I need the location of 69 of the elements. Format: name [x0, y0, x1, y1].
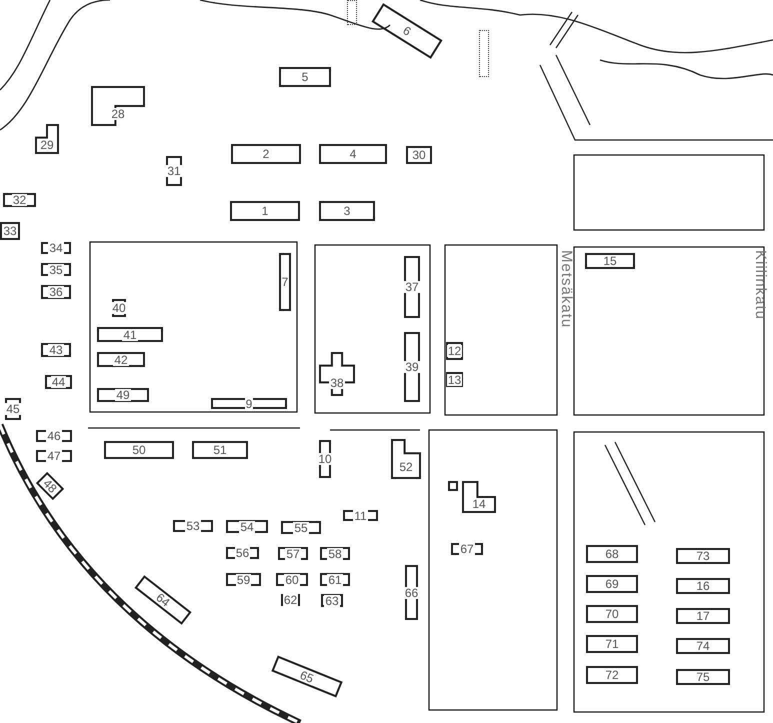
building: 2: [231, 144, 301, 164]
building: 75: [676, 669, 730, 685]
building: 44: [45, 375, 72, 389]
building: 15: [585, 253, 635, 269]
building: 40: [112, 299, 126, 317]
building: 65: [271, 656, 343, 698]
building: 61: [320, 573, 350, 586]
building: 59: [226, 573, 261, 586]
building: 57: [278, 547, 308, 560]
building: 55: [281, 521, 321, 534]
building: 43: [41, 343, 71, 357]
building: 50: [104, 441, 174, 459]
building: 10: [319, 440, 331, 478]
building: 42: [97, 352, 145, 367]
building: 11: [343, 510, 378, 521]
building: 3: [319, 201, 375, 221]
building: 41: [97, 327, 163, 342]
building: 9: [211, 398, 287, 409]
building: 16: [676, 578, 730, 594]
building: 5: [279, 67, 331, 87]
building: 29: [36, 125, 58, 153]
building: 73: [676, 548, 730, 564]
building: 4: [319, 144, 387, 164]
building: 47: [36, 450, 72, 462]
building: 33: [0, 222, 20, 240]
building: 1: [230, 201, 300, 221]
building: 36: [41, 285, 71, 299]
building-outline: [347, 0, 357, 25]
building: 69: [586, 575, 638, 593]
building: 67: [451, 543, 483, 555]
building: 30: [406, 146, 432, 164]
street-name: Kiilinkatu: [752, 250, 769, 320]
building: 58: [320, 547, 350, 560]
building: 38: [320, 353, 354, 395]
building: 54: [226, 520, 268, 533]
building: 71: [586, 635, 638, 653]
building: 32: [3, 193, 36, 207]
building: 13: [446, 372, 463, 387]
building: 56: [226, 547, 259, 559]
building: 60: [276, 573, 308, 586]
building: 7: [279, 253, 291, 311]
building: 31: [166, 156, 182, 186]
building: 72: [586, 666, 638, 684]
building: 39: [404, 332, 420, 402]
building: 17: [676, 608, 730, 624]
building: 68: [586, 545, 638, 563]
building: 28: [92, 87, 144, 125]
building: 70: [586, 605, 638, 623]
building: 35: [41, 263, 71, 276]
building: 46: [36, 430, 72, 442]
building: 66: [405, 565, 418, 620]
building: 48: [36, 472, 64, 500]
building: 6: [372, 3, 442, 59]
building: 74: [676, 638, 730, 654]
building: 53: [173, 520, 213, 532]
building: 63: [321, 594, 343, 607]
building: 12: [446, 342, 463, 360]
building: 45: [5, 398, 21, 420]
building-outline: [479, 30, 489, 77]
building: 51: [192, 441, 248, 459]
building: 64: [134, 575, 192, 625]
building: 34: [41, 242, 71, 254]
building: 52: [392, 440, 420, 478]
building: 62: [281, 594, 300, 606]
building: 37: [404, 256, 420, 318]
building: 14: [463, 482, 495, 512]
street-name: Metsäkatu: [558, 250, 575, 328]
building: 49: [97, 388, 149, 402]
building-outline: [448, 481, 458, 491]
